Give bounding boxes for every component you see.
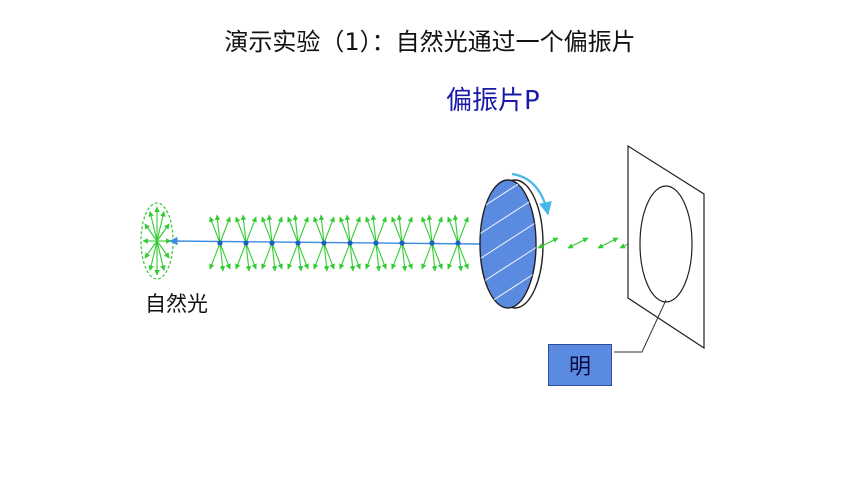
vibration-arrow — [156, 240, 170, 259]
polarized-light-vibrations — [537, 237, 641, 249]
vibration-arrow — [156, 223, 170, 242]
vibration-dot — [269, 240, 275, 246]
vibration-dot — [243, 240, 249, 246]
rotation-arrow — [511, 172, 552, 216]
vibration-arrow — [156, 211, 166, 242]
result-bright-box: 明 — [548, 344, 612, 386]
vibration-dot — [347, 240, 353, 246]
vibration-arrow — [567, 237, 589, 249]
polarizer-label: 偏振片P — [446, 86, 540, 116]
polarizer-p — [479, 179, 544, 309]
vibration-dot — [321, 240, 327, 246]
vibration-arrow — [597, 237, 619, 249]
vibration-arrow — [144, 223, 158, 242]
vibration-dot — [373, 240, 379, 246]
observation-screen — [627, 144, 705, 350]
natural-light-label: 自然光 — [145, 292, 208, 316]
vibration-arrow — [144, 240, 158, 259]
vibration-arrow — [156, 240, 166, 271]
vibration-dot — [399, 240, 405, 246]
page-title: 演示实验（1）：自然光通过一个偏振片 — [224, 28, 636, 56]
vibration-arrow — [537, 237, 559, 249]
leader-line — [614, 299, 667, 353]
vibration-dot — [455, 240, 461, 246]
vibration-arrow — [148, 211, 158, 242]
vibration-arrow — [148, 240, 158, 271]
vibration-dot — [295, 240, 301, 246]
vibration-dot — [429, 240, 435, 246]
natural-light-source — [140, 202, 174, 280]
perpendicular-vibration-dots — [217, 240, 461, 246]
vibration-dot — [217, 240, 223, 246]
